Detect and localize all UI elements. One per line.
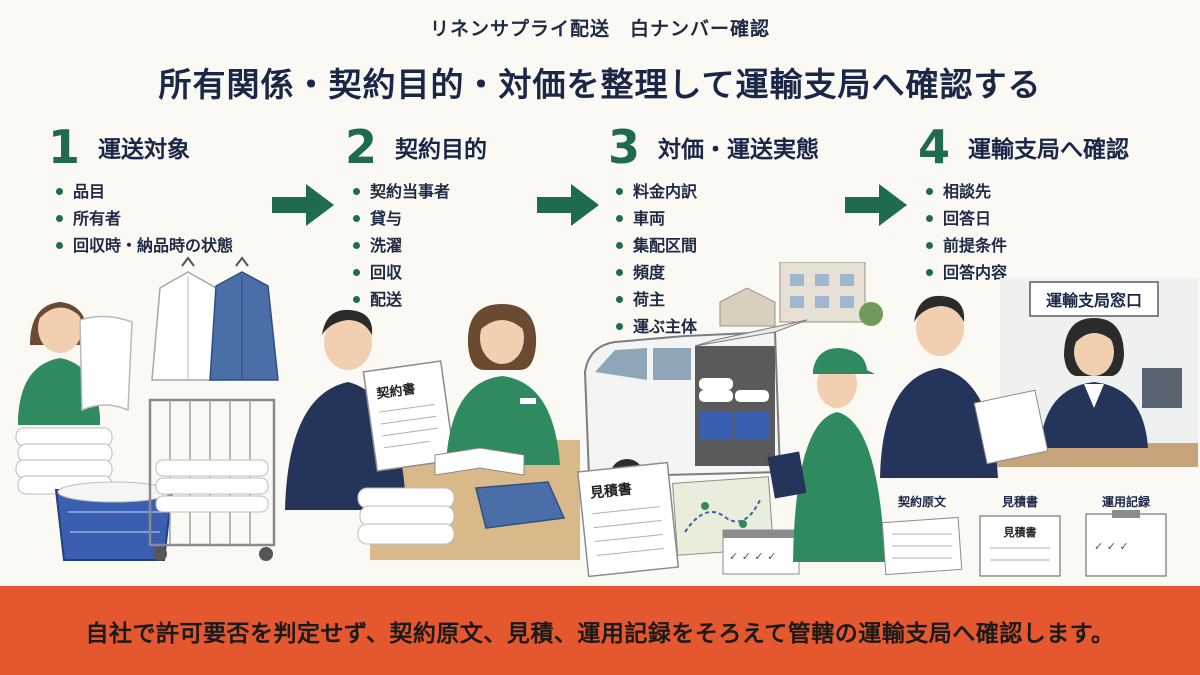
bullet-icon — [616, 215, 623, 222]
bullet-icon — [353, 242, 360, 249]
step-3-item: 料金内訳 — [616, 178, 898, 205]
step-1-list: 品目 所有者 回収時・納品時の状態 — [48, 178, 338, 259]
clerk-figure — [1040, 318, 1148, 448]
contract-paper-shape: 契約書 — [362, 360, 456, 472]
delivery-van-shape — [583, 319, 808, 493]
buildings-shape — [719, 262, 883, 327]
step-3-title: 対価・運送実態 — [658, 137, 819, 163]
step-2-item: 配送 — [353, 286, 635, 313]
bullet-icon — [616, 242, 623, 249]
step-1-item: 回収時・納品時の状態 — [56, 232, 338, 259]
step-4-item: 回答内容 — [926, 259, 1200, 286]
step-1-title: 運送対象 — [98, 137, 190, 163]
office-sign-label: 運輸支局窓口 — [1046, 291, 1142, 310]
step-2-title: 契約目的 — [395, 137, 487, 163]
svg-text:✓ ✓ ✓: ✓ ✓ ✓ — [1094, 540, 1129, 553]
bullet-icon — [56, 242, 63, 249]
step-1-item: 品目 — [56, 178, 338, 205]
step-3-number: 3 — [608, 120, 641, 174]
doc-label-contract: 契約原文 — [897, 494, 947, 509]
step-4-number: 4 — [918, 120, 951, 174]
bullet-icon — [616, 188, 623, 195]
blue-jacket-shape — [209, 256, 279, 381]
bullet-icon — [616, 323, 623, 330]
step-4-title: 運輸支局へ確認 — [968, 137, 1129, 163]
step-3-item: 頻度 — [616, 259, 898, 286]
header-subtitle: リネンサプライ配送 白ナンバー確認 — [429, 18, 770, 40]
step-2-item: 回収 — [353, 259, 635, 286]
bullet-icon — [926, 188, 933, 195]
step-3-item: 集配区間 — [616, 232, 898, 259]
step-2-item: 洗濯 — [353, 232, 635, 259]
calendar-shape: ✓ ✓ ✓ ✓ — [722, 529, 800, 575]
svg-text:✓ ✓ ✓ ✓: ✓ ✓ ✓ ✓ — [729, 550, 776, 563]
contract-illustration: 契約書 — [285, 304, 580, 560]
clipboard-shape: ✓ ✓ ✓ — [1085, 510, 1167, 577]
step-4: 4 運輸支局へ確認 相談先 回答日 前提条件 回答内容 — [918, 118, 1200, 286]
step-3-item: 荷主 — [616, 286, 898, 313]
step-2-item: 契約当事者 — [353, 178, 635, 205]
held-documents-shape — [973, 389, 1049, 465]
bureau-illustration: 運輸支局窓口 契約原文 見積書 運用記録 見積書 ✓ ✓ ✓ — [880, 278, 1198, 577]
doc-label-records: 運用記録 — [1102, 494, 1151, 509]
estimate-small-label: 見積書 — [1003, 525, 1037, 539]
page-title: 所有関係・契約目的・対価を整理して運輸支局へ確認する — [158, 65, 1042, 104]
step-2-list: 契約当事者 貸与 洗濯 回収 配送 — [345, 178, 635, 313]
step-4-item: 回答日 — [926, 205, 1200, 232]
step-3-item: 運ぶ主体 — [616, 313, 898, 340]
laundry-basket-shape — [54, 481, 174, 561]
step-2: 2 契約目的 契約当事者 貸与 洗濯 回収 配送 — [345, 118, 635, 313]
bullet-icon — [926, 242, 933, 249]
step-2-item: 貸与 — [353, 205, 635, 232]
estimate-doc-label: 見積書 — [588, 480, 633, 501]
step-2-number: 2 — [345, 120, 378, 174]
step-3-item: 車両 — [616, 205, 898, 232]
step-4-item: 相談先 — [926, 178, 1200, 205]
arrow-right-icon — [537, 184, 599, 226]
step-4-item: 前提条件 — [926, 232, 1200, 259]
towel-shape — [79, 315, 133, 412]
worker-figure — [18, 302, 100, 425]
step-1-number: 1 — [48, 120, 81, 174]
bullet-icon — [353, 269, 360, 276]
delivery-illustration: 見積書 ✓ ✓ ✓ ✓ — [576, 262, 885, 577]
contract-stack-shape — [881, 516, 963, 576]
visitor-figure — [880, 295, 998, 478]
bullet-icon — [56, 215, 63, 222]
estimate-notebook-shape: 見積書 — [979, 515, 1061, 577]
bullet-icon — [56, 188, 63, 195]
bureau-window-sign: 運輸支局窓口 — [1029, 281, 1159, 317]
arrow-right-icon — [272, 184, 334, 226]
step-3: 3 対価・運送実態 料金内訳 車両 集配区間 頻度 荷主 運ぶ主体 — [608, 118, 898, 340]
bullet-icon — [353, 215, 360, 222]
doc-label-estimate: 見積書 — [1001, 494, 1038, 509]
bullet-icon — [616, 269, 623, 276]
folded-towels-shape — [357, 487, 455, 545]
staff-woman-figure — [446, 304, 560, 465]
bullet-icon — [926, 215, 933, 222]
footer-banner-text: 自社で許可要否を判定せず、契約原文、見積、運用記録をそろえて管轄の運輸支局へ確認… — [85, 620, 1115, 647]
laundry-cart-shape — [148, 398, 276, 561]
step-4-list: 相談先 回答日 前提条件 回答内容 — [918, 178, 1200, 286]
folded-uniform-shape — [475, 481, 566, 529]
bullet-icon — [353, 296, 360, 303]
estimate-document-shape: 見積書 — [576, 461, 680, 577]
step-3-list: 料金内訳 車両 集配区間 頻度 荷主 運ぶ主体 — [608, 178, 898, 340]
bullet-icon — [353, 188, 360, 195]
linen-illustration — [15, 256, 279, 561]
notebook-shape — [434, 447, 525, 476]
step-1-item: 所有者 — [56, 205, 338, 232]
driver-figure — [767, 348, 885, 562]
bullet-icon — [926, 269, 933, 276]
step-1: 1 運送対象 品目 所有者 回収時・納品時の状態 — [48, 118, 338, 259]
monitor-shape — [1142, 368, 1182, 408]
bullet-icon — [616, 296, 623, 303]
arrow-right-icon — [845, 184, 907, 226]
footer-banner: 自社で許可要否を判定せず、契約原文、見積、運用記録をそろえて管轄の運輸支局へ確認… — [0, 586, 1200, 675]
contract-doc-label: 契約書 — [375, 381, 417, 402]
